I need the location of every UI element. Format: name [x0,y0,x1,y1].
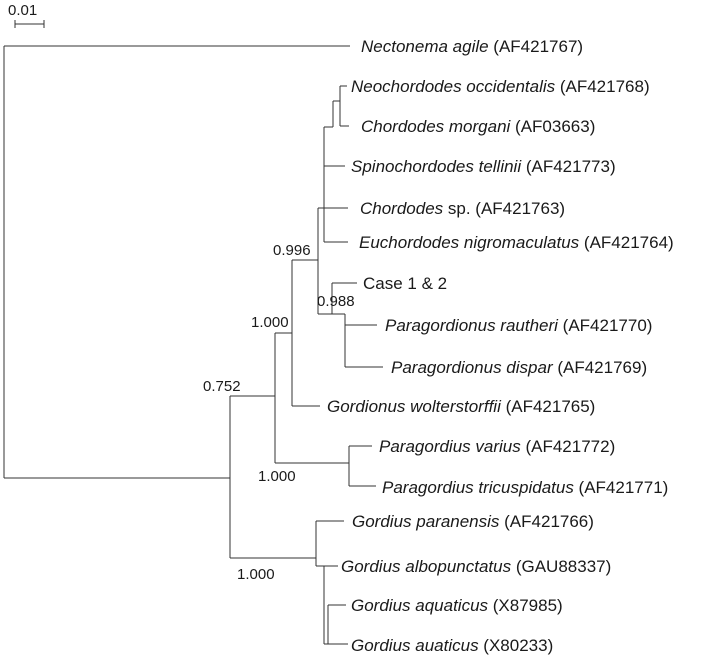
support-value-ingroup: 0.752 [203,378,241,395]
tree-branches [3,45,383,645]
support-values: 0.996 0.988 1.000 0.752 1.000 1.000 [203,242,355,583]
taxon-label-paragordius-tricuspidatus: Paragordius tricuspidatus (AF421771) [382,478,668,497]
taxon-label-euchordodes-nigromaculatus: Euchordodes nigromaculatus (AF421764) [359,233,674,252]
taxon-label-neochordodes-occidentalis: Neochordodes occidentalis (AF421768) [351,77,650,96]
taxon-label-nectonema-agile: Nectonema agile (AF421767) [361,37,583,56]
taxon-label-chordodes-morgani: Chordodes morgani (AF03663) [361,117,595,136]
taxon-label-paragordionus-dispar: Paragordionus dispar (AF421769) [391,358,647,377]
support-value-gordius: 1.000 [237,566,275,583]
support-value-gordiinae: 1.000 [251,314,289,331]
taxon-label-gordius-aquaticus: Gordius aquaticus (X87985) [351,596,563,615]
taxon-label-paragordionus-rautheri: Paragordionus rautheri (AF421770) [385,316,652,335]
taxon-label-gordionus-wolterstorffii: Gordionus wolterstorffii (AF421765) [327,397,595,416]
taxon-label-chordodes-sp: Chordodes sp. (AF421763) [360,199,565,218]
taxon-label-gordius-paranensis: Gordius paranensis (AF421766) [352,512,594,531]
taxon-label-gordius-auaticus: Gordius auaticus (X80233) [351,636,553,655]
support-value-paragordius: 1.000 [258,468,296,485]
scale-bar: 0.01 [8,2,45,28]
taxon-labels: Nectonema agile (AF421767) Neochordodes … [327,37,674,655]
taxon-label-case-1-2: Case 1 & 2 [363,274,447,293]
taxon-label-gordius-albopunctatus: Gordius albopunctatus (GAU88337) [341,557,611,576]
taxon-label-paragordius-varius: Paragordius varius (AF421772) [379,437,615,456]
support-value-paragordionus: 0.988 [317,293,355,310]
scale-bar-label: 0.01 [8,2,37,19]
taxon-label-spinochordodes-tellinii: Spinochordodes tellinii (AF421773) [351,157,616,176]
support-value-chordodidae: 0.996 [273,242,311,259]
